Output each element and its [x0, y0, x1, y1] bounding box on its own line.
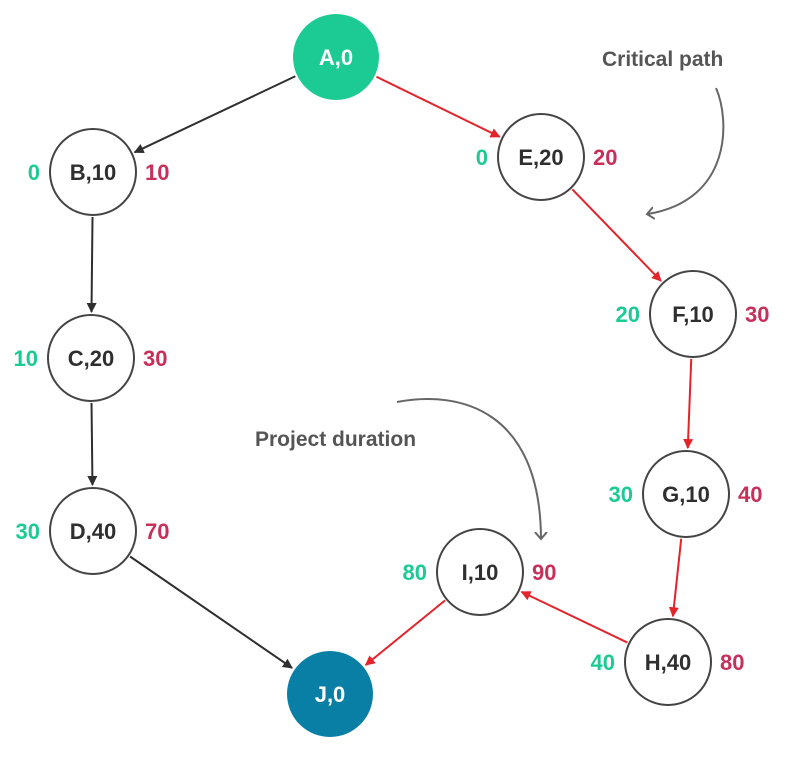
early-start-value: 30 [16, 519, 40, 544]
late-finish-value: 70 [145, 519, 169, 544]
edge-e-f [571, 188, 662, 282]
critical-path-annotation: Critical path [602, 48, 725, 214]
edge-b-c [86, 216, 97, 314]
node-e: E,20 0 20 [476, 113, 617, 201]
project-duration-label: Project duration [255, 428, 416, 451]
late-finish-value: 20 [593, 145, 617, 170]
late-finish-value: 80 [720, 650, 744, 675]
edge-a-e [376, 75, 501, 138]
node-label: G,10 [662, 482, 710, 507]
early-start-value: 0 [28, 160, 40, 185]
node-circle [49, 128, 137, 216]
early-start-value: 30 [609, 482, 633, 507]
edges-layer [86, 75, 694, 669]
late-finish-value: 30 [143, 346, 167, 371]
node-circle [47, 314, 135, 402]
node-circle [649, 270, 737, 358]
node-label: D,40 [70, 519, 116, 544]
critical-path-curve [648, 87, 725, 214]
early-start-value: 40 [591, 650, 615, 675]
late-finish-value: 40 [738, 482, 762, 507]
node-circle [293, 14, 379, 100]
critical-path-label: Critical path [602, 48, 723, 71]
node-circle [436, 528, 524, 616]
node-label: H,40 [645, 650, 691, 675]
edge-g-h [668, 538, 683, 618]
node-g: G,10 30 40 [609, 450, 762, 538]
node-circle [624, 618, 712, 706]
edge-d-j [129, 555, 293, 669]
edge-a-b [133, 75, 296, 154]
node-label: A,0 [319, 45, 353, 70]
early-start-value: 20 [616, 302, 640, 327]
node-d: D,40 30 70 [16, 487, 169, 575]
node-label: J,0 [315, 682, 346, 707]
node-label: I,10 [462, 560, 499, 585]
node-a: A,0 [293, 14, 379, 100]
late-finish-value: 30 [745, 302, 769, 327]
node-b: B,10 0 10 [28, 128, 169, 216]
node-h: H,40 40 80 [591, 618, 744, 706]
node-c: C,20 10 30 [14, 314, 167, 402]
edge-f-g [683, 358, 694, 450]
node-label: C,20 [68, 346, 114, 371]
node-circle [642, 450, 730, 538]
late-finish-value: 90 [532, 560, 556, 585]
edge-i-j [364, 599, 446, 666]
late-finish-value: 10 [145, 160, 169, 185]
early-start-value: 0 [476, 145, 488, 170]
node-i: I,10 80 90 [403, 528, 556, 616]
node-circle [287, 651, 373, 737]
node-f: F,10 20 30 [616, 270, 769, 358]
node-label: F,10 [672, 302, 714, 327]
node-circle [49, 487, 137, 575]
node-j: J,0 [287, 651, 373, 737]
edge-c-d [87, 402, 98, 487]
node-circle [497, 113, 585, 201]
early-start-value: 80 [403, 560, 427, 585]
early-start-value: 10 [14, 346, 38, 371]
node-label: B,10 [70, 160, 116, 185]
project-duration-annotation: Project duration [255, 398, 541, 538]
project-duration-curve [396, 398, 541, 538]
edge-h-i [520, 590, 628, 644]
node-label: E,20 [518, 145, 563, 170]
